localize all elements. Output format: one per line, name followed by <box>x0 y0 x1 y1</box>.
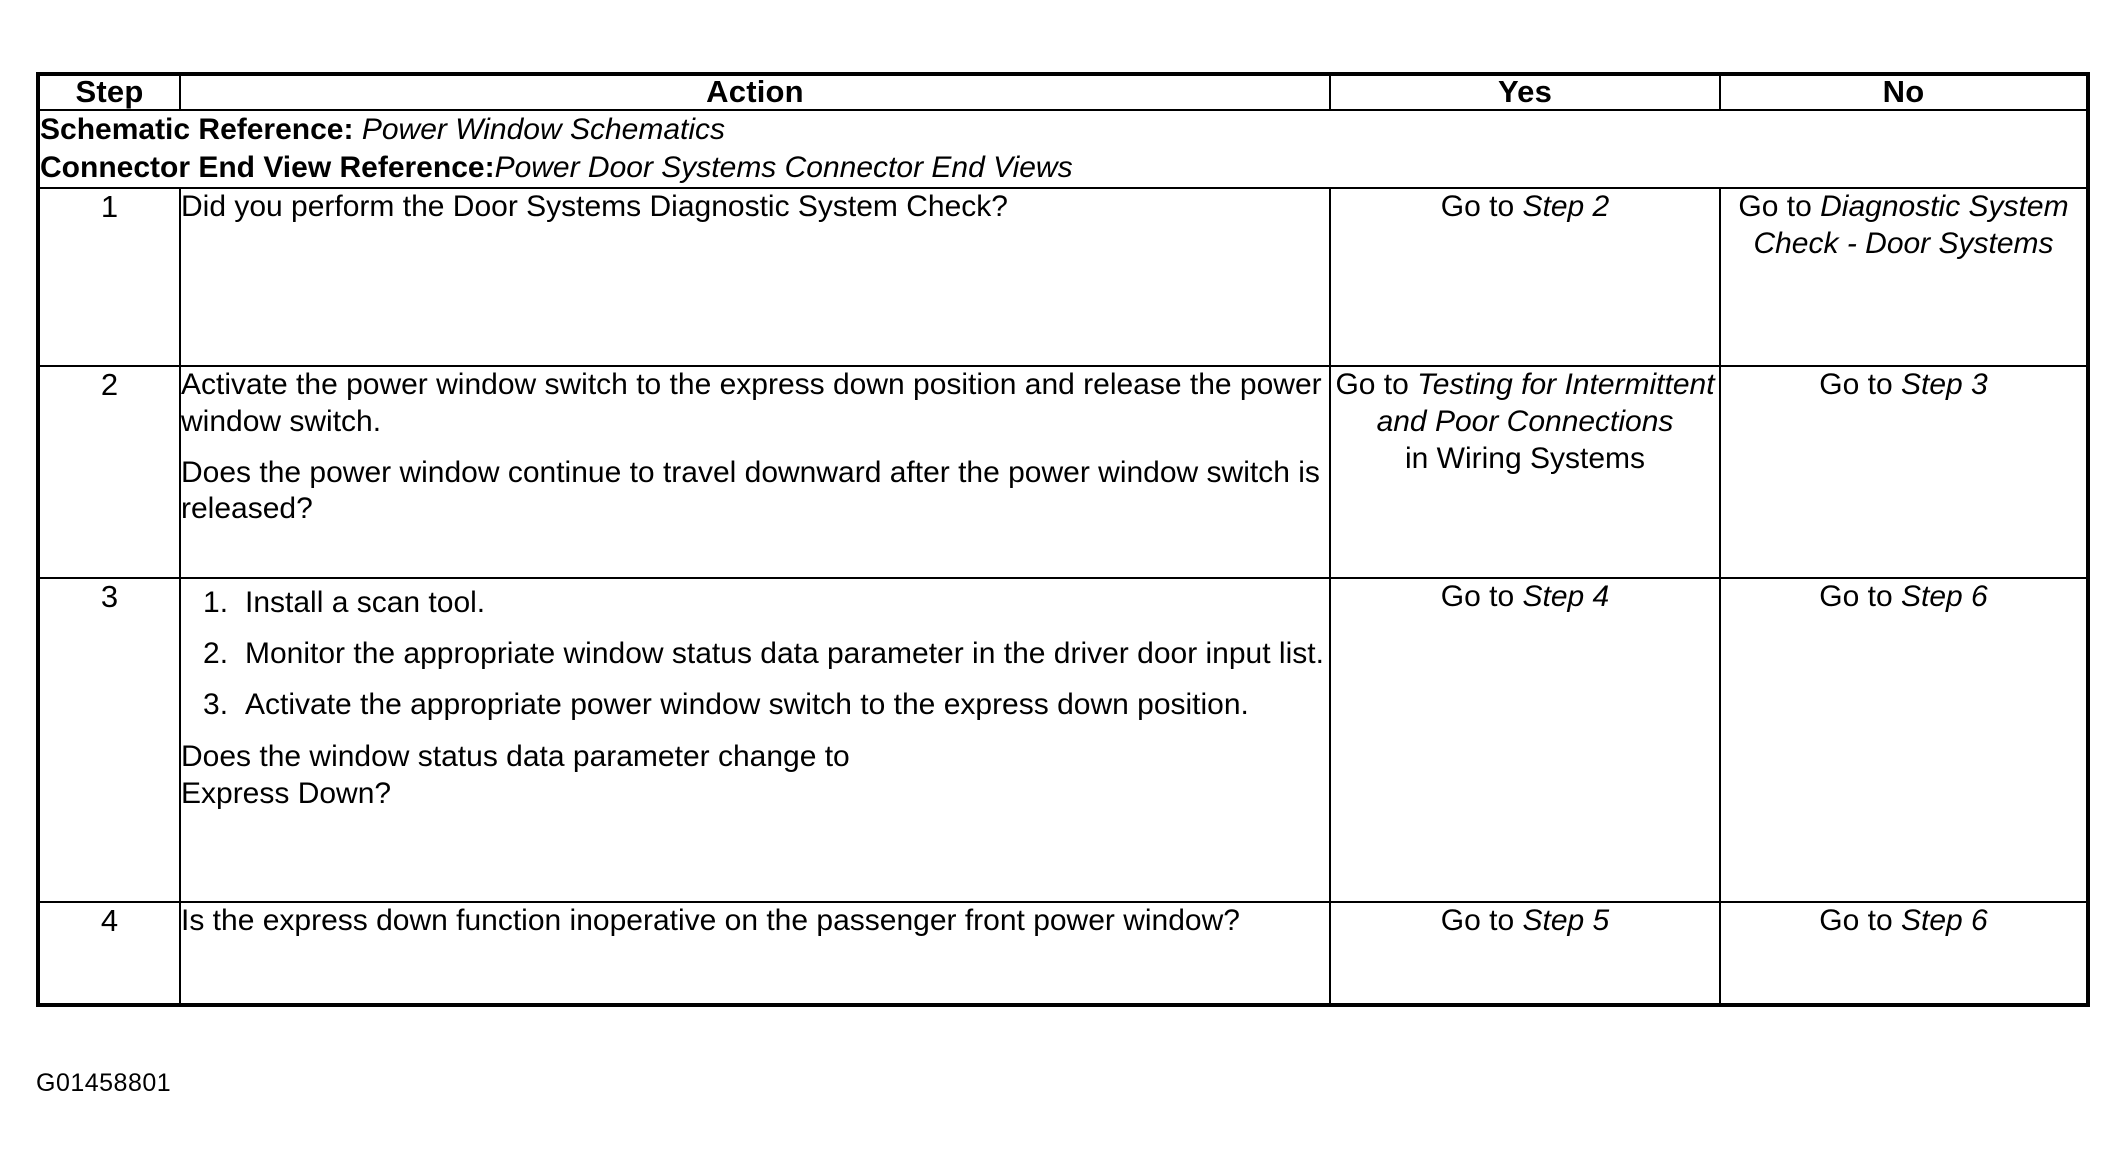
schematic-reference-value: Power Window Schematics <box>361 112 726 146</box>
goto-prefix: Go to <box>1440 190 1523 224</box>
column-header-yes: Yes <box>1329 73 1721 111</box>
list-item: Activate the appropriate power window sw… <box>203 687 1249 723</box>
column-header-no: No <box>1719 73 2089 111</box>
diagnostic-procedure-table: Step Action Yes No Schematic Reference: … <box>36 72 2090 1008</box>
reference-block-row: Schematic Reference: Power Window Schema… <box>37 108 2089 190</box>
goto-prefix: Go to <box>1819 368 1901 402</box>
list-item: Monitor the appropriate window status da… <box>203 636 1324 672</box>
goto-target: Step 6 <box>1900 904 1988 938</box>
action-question: Does the power window continue to travel… <box>181 455 1320 526</box>
row-action: Activate the power window switch to the … <box>179 365 1331 580</box>
row-answer-yes: Go to Testing for Intermittent and Poor … <box>1329 365 1721 580</box>
goto-prefix: Go to <box>1440 904 1523 938</box>
table-row: 3 Install a scan tool. Monitor the appro… <box>37 577 2089 904</box>
goto-prefix: Go to <box>1819 580 1901 614</box>
diagnostic-table-container: Step Action Yes No Schematic Reference: … <box>36 72 2090 1008</box>
table-row: 2 Activate the power window switch to th… <box>37 365 2089 580</box>
action-paragraph: Did you perform the Door Systems Diagnos… <box>181 190 1008 224</box>
table-row: 1 Did you perform the Door Systems Diagn… <box>37 187 2089 368</box>
figure-code: G01458801 <box>36 1069 172 1097</box>
row-step-number: 4 <box>37 901 181 1007</box>
row-answer-no: Go to Step 6 <box>1719 901 2089 1007</box>
row-action: Is the express down function inoperative… <box>179 901 1331 1007</box>
row-answer-yes: Go to Step 5 <box>1329 901 1721 1007</box>
row-answer-no: Go to Step 3 <box>1719 365 2089 580</box>
goto-target: Step 2 <box>1522 190 1610 224</box>
table-row: 4 Is the express down function inoperati… <box>37 901 2089 1007</box>
goto-target: Diagnostic System Check - Door Systems <box>1753 190 2069 260</box>
goto-target: Step 6 <box>1900 580 1988 614</box>
row-step-number: 3 <box>37 577 181 904</box>
row-answer-yes: Go to Step 4 <box>1329 577 1721 904</box>
connector-reference-value: Power Door Systems Connector End Views <box>494 150 1073 184</box>
row-action: Install a scan tool. Monitor the appropr… <box>179 577 1331 904</box>
table-header-row: Step Action Yes No <box>37 73 2089 111</box>
goto-target-suffix: in Wiring Systems <box>1404 441 1646 475</box>
row-answer-no: Go to Diagnostic System Check - Door Sys… <box>1719 187 2089 368</box>
connector-reference-line: Connector End View Reference:Power Door … <box>40 149 2086 187</box>
goto-prefix: Go to <box>1335 368 1418 402</box>
column-header-action: Action <box>179 73 1331 111</box>
connector-reference-label: Connector End View Reference: <box>40 150 495 184</box>
action-question: Does the window status data parameter ch… <box>181 740 850 810</box>
goto-target: Testing for Intermittent and Poor Connec… <box>1376 368 1715 438</box>
goto-target: Step 3 <box>1900 368 1988 402</box>
row-answer-no: Go to Step 6 <box>1719 577 2089 904</box>
reference-block: Schematic Reference: Power Window Schema… <box>37 108 2089 190</box>
row-answer-yes: Go to Step 2 <box>1329 187 1721 368</box>
goto-target: Step 4 <box>1522 580 1610 614</box>
action-question: Is the express down function inoperative… <box>181 904 1240 938</box>
schematic-reference-line: Schematic Reference: Power Window Schema… <box>40 111 2086 149</box>
goto-prefix: Go to <box>1738 190 1821 224</box>
goto-prefix: Go to <box>1819 904 1901 938</box>
goto-target: Step 5 <box>1522 904 1610 938</box>
row-action: Did you perform the Door Systems Diagnos… <box>179 187 1331 368</box>
list-item: Install a scan tool. <box>203 585 486 621</box>
action-paragraph: Activate the power window switch to the … <box>181 368 1322 438</box>
goto-prefix: Go to <box>1440 580 1523 614</box>
action-step-list: Install a scan tool. Monitor the appropr… <box>181 585 1329 723</box>
schematic-reference-label: Schematic Reference: <box>40 112 354 146</box>
row-step-number: 1 <box>37 187 181 368</box>
row-step-number: 2 <box>37 365 181 580</box>
column-header-step: Step <box>37 73 181 111</box>
